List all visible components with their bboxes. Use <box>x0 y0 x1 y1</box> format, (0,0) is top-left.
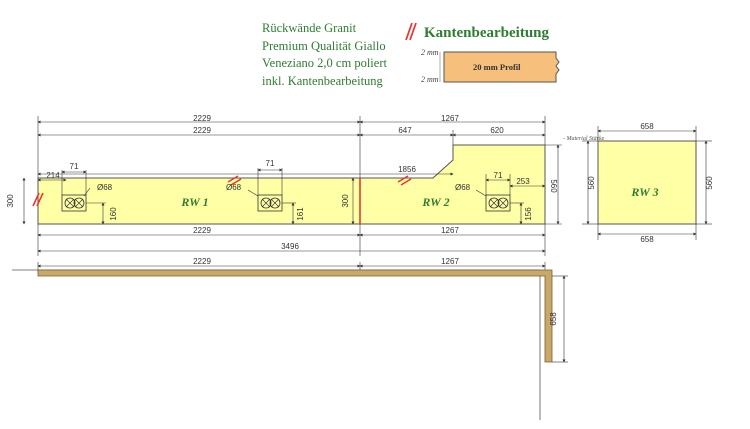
dim-socket3-height: 156 <box>524 207 533 221</box>
dim-rw2-inner: 1856 <box>398 165 416 174</box>
dim-top2-left: 2229 <box>193 126 211 135</box>
label-rw2: RW 2 <box>421 195 449 209</box>
dim-rw3-left: 560 <box>587 176 596 190</box>
dim-total: 3496 <box>281 242 299 251</box>
dim-socket3-offset: 253 <box>516 177 530 186</box>
dim-bottom-right: 1267 <box>441 226 459 235</box>
dim-joint-height: 300 <box>341 194 350 208</box>
dim-rw1-height: 300 <box>6 194 15 208</box>
dim-rw3-top: 658 <box>640 122 654 131</box>
material-info: Rückwände Granit Premium Qualität Giallo… <box>262 21 387 88</box>
dim-top2-mid: 647 <box>398 126 412 135</box>
info-line-2: Premium Qualität Giallo <box>262 39 386 53</box>
dim-socket2-height: 161 <box>296 207 305 221</box>
info-line-3: Veneziano 2,0 cm poliert <box>262 56 387 70</box>
dim-socket2-diameter: Ø68 <box>226 183 242 192</box>
dim-bottom-left: 2229 <box>193 226 211 235</box>
dim-plan-right: 1267 <box>441 257 459 266</box>
top-dimensions <box>37 116 546 178</box>
edge-markers <box>32 175 412 207</box>
thickness-top-label: 2 mm <box>421 48 439 57</box>
socket-cutout-2 <box>257 194 283 212</box>
dim-socket1-diameter: Ø68 <box>97 183 113 192</box>
dim-plan-side: 658 <box>549 312 558 326</box>
dim-rw2-height: 560 <box>549 179 558 193</box>
dim-socket1-width: 71 <box>70 162 79 171</box>
info-line-4: inkl. Kantenbearbeitung <box>262 74 384 88</box>
dim-plan-left: 2229 <box>193 257 211 266</box>
dim-socket3-diameter: Ø68 <box>455 183 471 192</box>
label-rw1: RW 1 <box>180 195 208 209</box>
dim-rw3-right: 560 <box>705 176 714 190</box>
dim-top2-right: 620 <box>490 126 504 135</box>
plan-view <box>12 269 553 420</box>
thickness-bottom-label: 2 mm <box>421 75 439 84</box>
dim-socket2-width: 71 <box>266 159 275 168</box>
kantenbearbeitung-title: Kantenbearbeitung <box>424 25 550 41</box>
info-line-1: Rückwände Granit <box>262 21 357 35</box>
dim-rw3-bottom: 658 <box>640 235 654 244</box>
panel-rw3: RW 3 <box>597 140 697 225</box>
socket-cutout-3 <box>485 194 511 212</box>
dim-socket3-width: 71 <box>494 171 503 180</box>
edge-marker-icon <box>405 22 413 41</box>
material-staerke-note: - Material Stärke <box>563 136 605 142</box>
dim-socket1-height: 160 <box>109 207 118 221</box>
profile-label: 20 mm Profil <box>473 62 521 72</box>
dim-top1-left: 2229 <box>193 114 211 123</box>
profile-swatch <box>443 51 560 83</box>
kantenbearbeitung-legend: Kantenbearbeitung 2 mm 2 mm 20 mm Profil <box>405 22 560 84</box>
dim-top1-right: 1267 <box>441 114 459 123</box>
label-rw3: RW 3 <box>630 185 658 199</box>
dim-socket1-offset: 214 <box>46 171 60 180</box>
